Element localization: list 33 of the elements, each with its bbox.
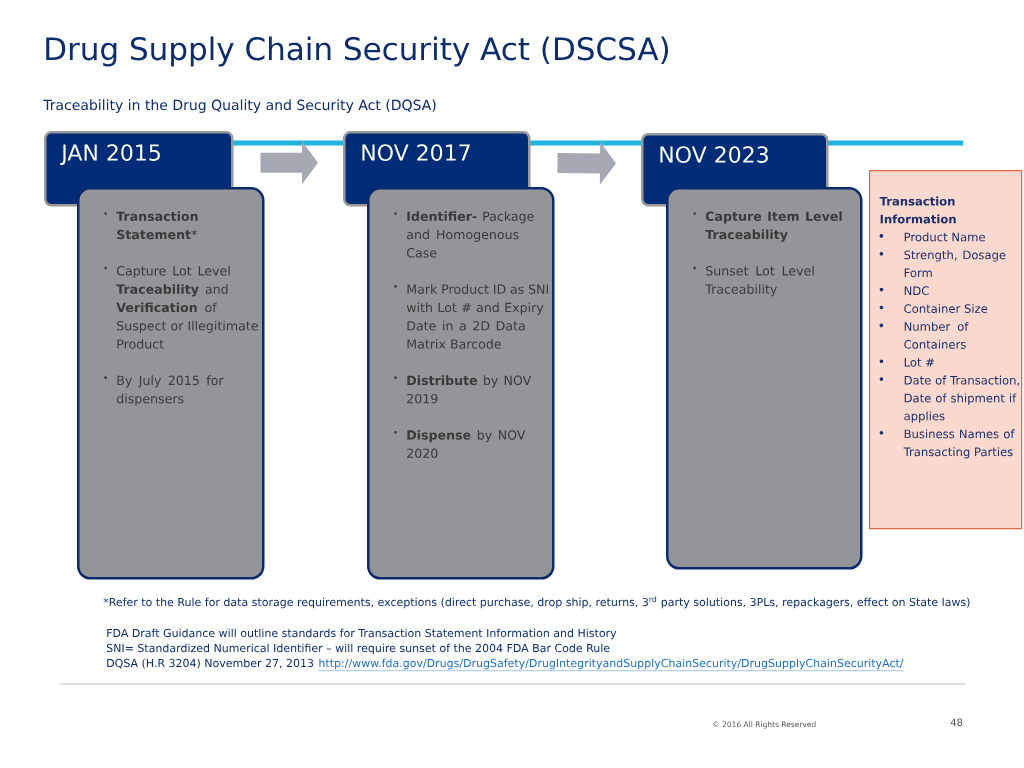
link: http://www.fda.gov/Drugs/DrugSafety/DrugIntegrityandSupplyChainSecurity/DrugSupplyChainSecurityAct/ [318, 658, 904, 671]
bullet-item: Strength, Dosage Form [879, 250, 1006, 278]
requirements-card [367, 187, 555, 580]
bullet-item: Lot # [879, 358, 935, 367]
bullet-item: Identifier- Package and Homogenous Case [394, 211, 534, 258]
bullet-item: Container Size [879, 304, 988, 313]
bullet-item: Distribute by NOV 2019 [394, 375, 532, 404]
bullet-item: Sunset Lot Level Traceability [693, 265, 814, 297]
subtitle: Traceability in the Drug Quality and Security Act (DQSA) [43, 99, 436, 113]
bullet-item: Transaction Statement* [104, 211, 198, 240]
footnote: SNI= Standardized Numerical Identifier – will require sunset of the 2004 FDA Bar Code Rule [106, 643, 610, 655]
date-heading: JAN 2015 [60, 144, 160, 165]
footnote: FDA Draft Guidance will outline standards for Transaction Statement Information and History [107, 628, 617, 640]
title: Drug Supply Chain Security Act (DSCSA) [46, 36, 668, 67]
bullet-item: Number of Containers [879, 321, 969, 349]
list-heading: Transaction Information [879, 196, 956, 224]
bullet-item: By July 2015 for dispensers [104, 375, 224, 406]
bullet-item: Date of Transaction, Date of shipment if applies [879, 375, 1019, 423]
bullet-item: Capture Item Level Traceability [693, 211, 842, 242]
bullet-item: Capture Lot Level Traceability and Verification of Suspect or Illegitimate Product [104, 265, 258, 349]
bullet-item: Dispense by NOV 2020 [394, 429, 526, 458]
requirements-card [77, 187, 265, 580]
page-number: 48 [950, 718, 963, 727]
date-heading: NOV 2017 [362, 144, 470, 161]
date-heading: NOV 2023 [660, 146, 768, 163]
bullet-item: Mark Product ID as SNI with Lot # and Expiry Date in a 2D Data Matrix Barcode [394, 284, 549, 349]
footnote: DQSA (H.R 3204) November 27, 2013 [107, 658, 314, 669]
requirements-card [666, 187, 863, 570]
bullet-item: Business Names of Transacting Parties [879, 429, 1015, 459]
info-box [869, 170, 1023, 530]
bullet-item: NDC [879, 286, 929, 296]
footnote: *Refer to the Rule for data storage requirements, exceptions (direct purchase, drop ship, returns, 3$^{rd}$ party solutions, 3PLs, repackagers, effect on State laws) [103, 596, 970, 609]
bullet-item: Product Name [879, 232, 985, 242]
